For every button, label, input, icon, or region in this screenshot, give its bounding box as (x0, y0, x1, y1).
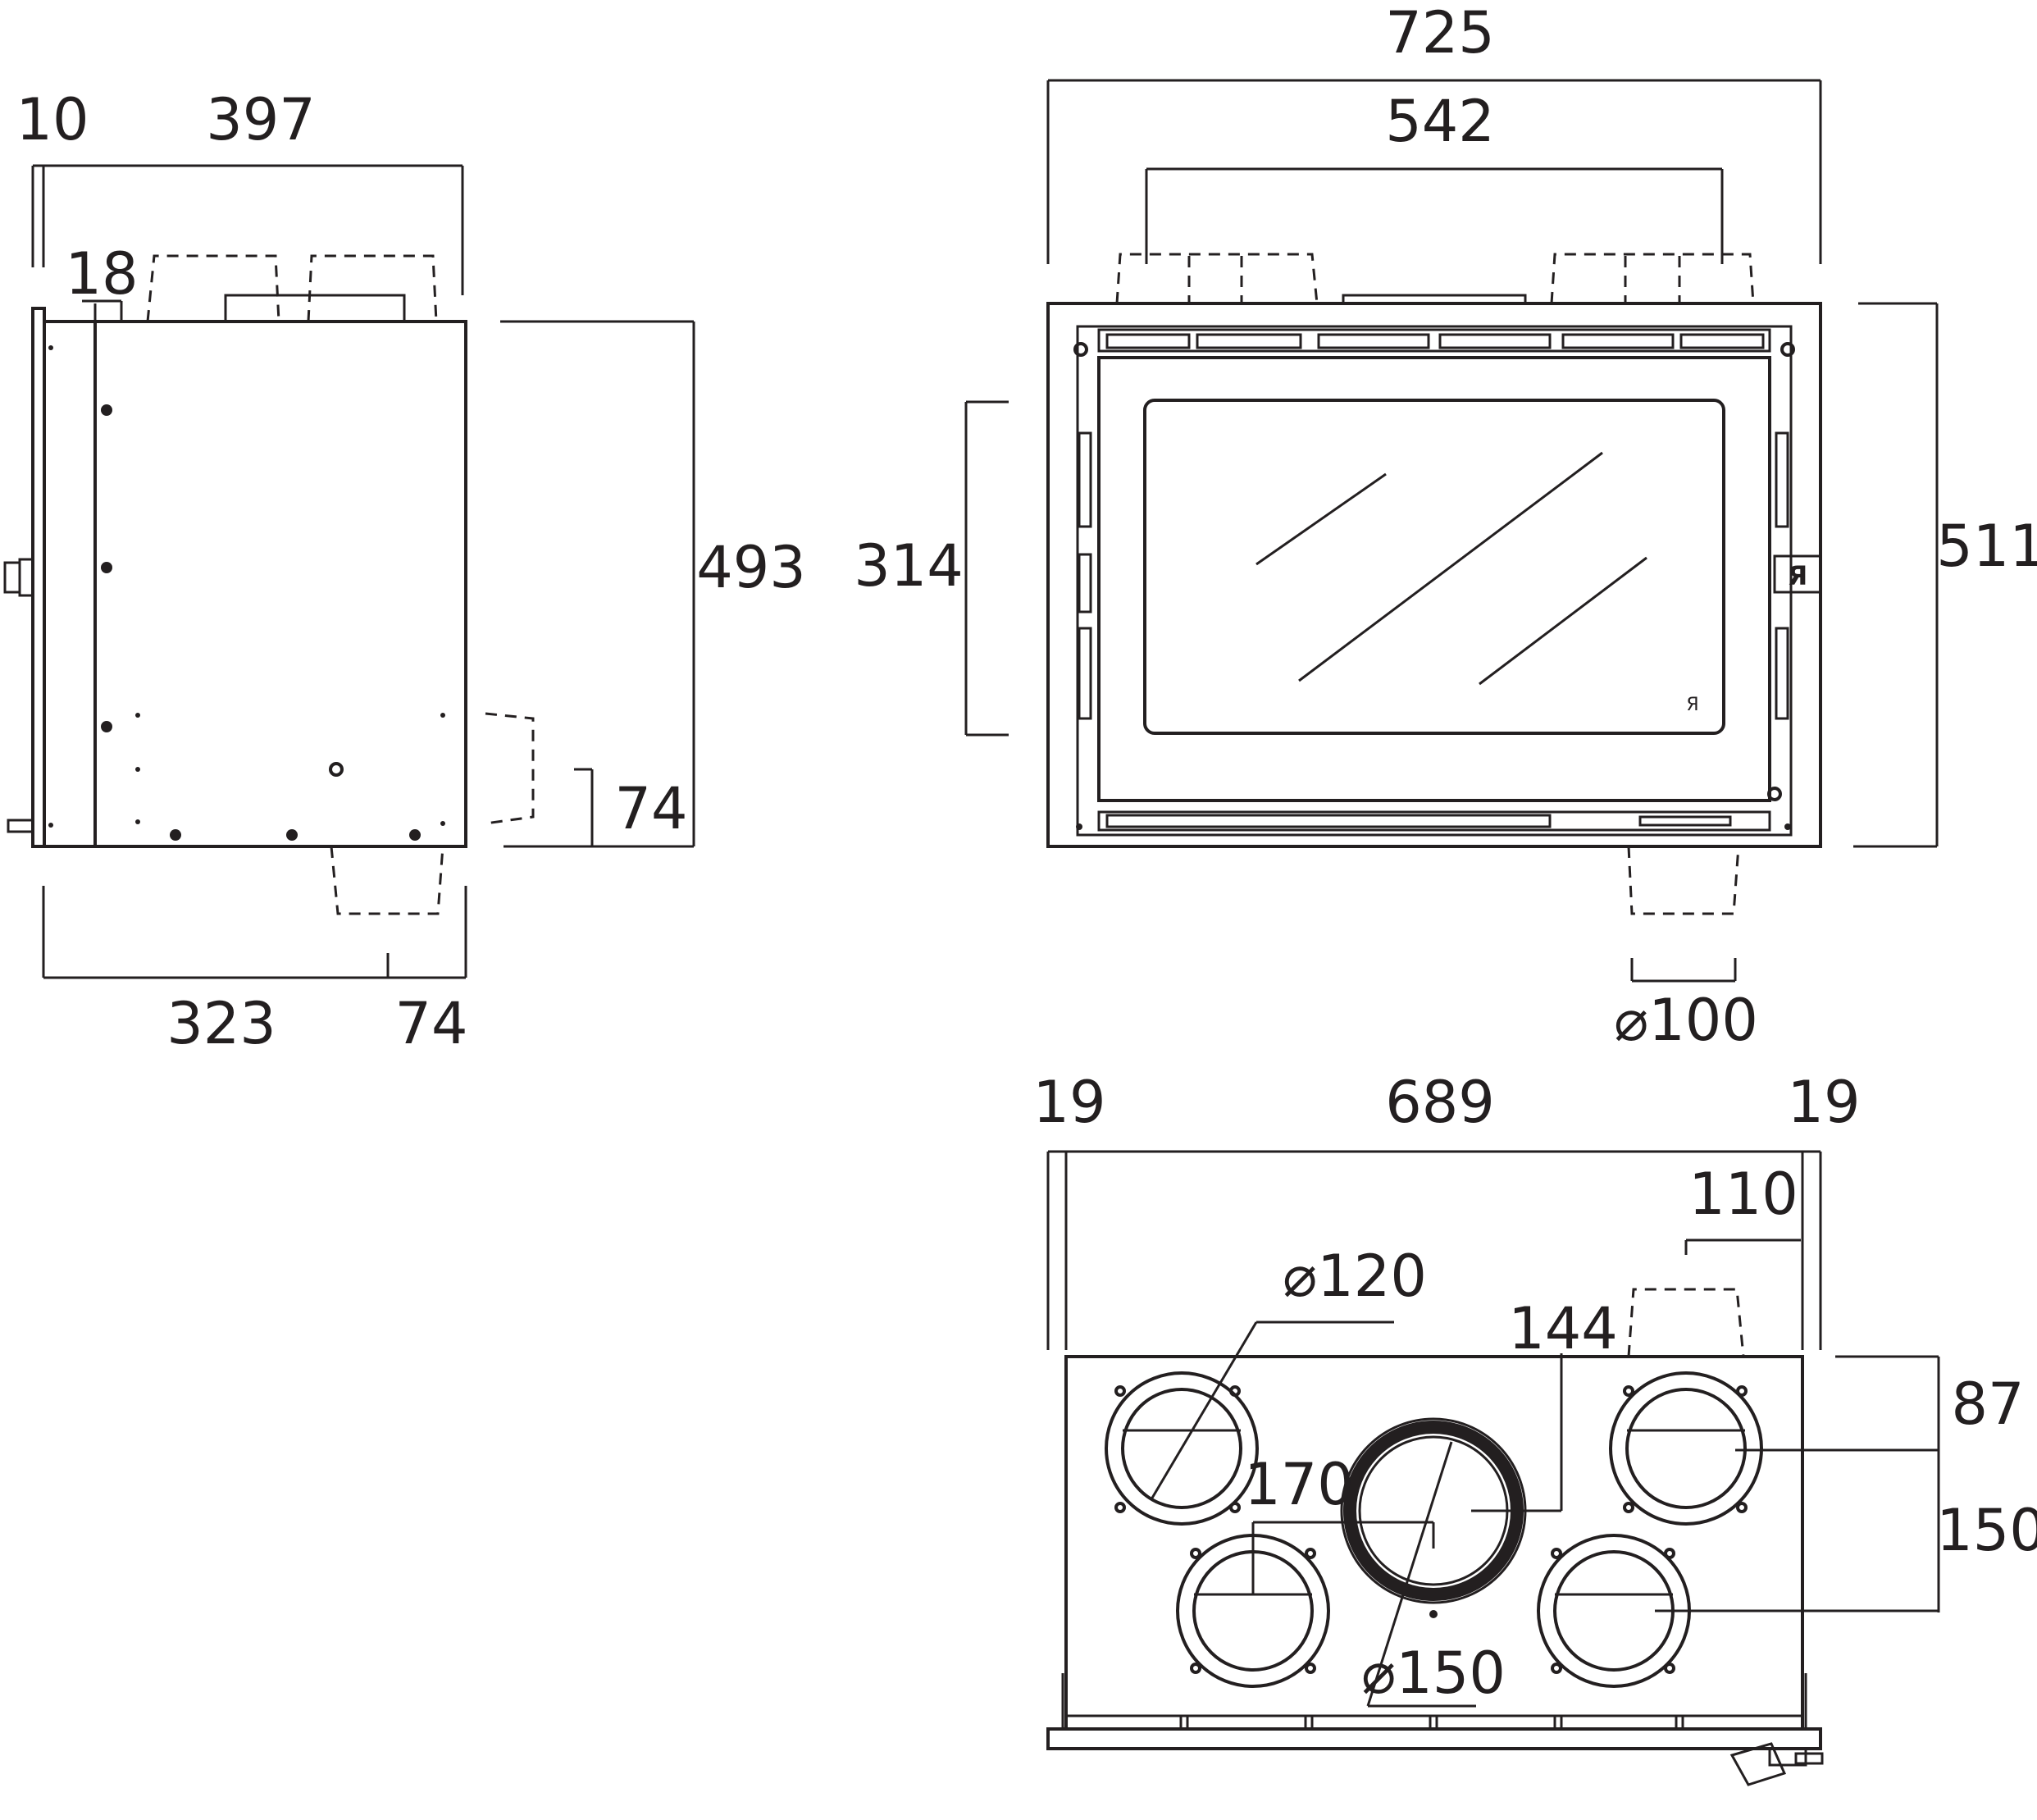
duct-collar-front-left (1176, 1534, 1330, 1688)
dim-width-inner: 689 (1385, 1069, 1495, 1136)
top-dimension-lines (1046, 1150, 1940, 1708)
dim-front-thickness: 10 (16, 86, 89, 153)
side-dashed-outlets (146, 254, 535, 915)
dim-flue-depth: 170 (1244, 1451, 1354, 1518)
dim-top-offset: 18 (65, 240, 138, 308)
flue-collar (1340, 1417, 1527, 1618)
dim-bottom-outlet: 74 (614, 775, 687, 842)
dim-outlet-offset: 110 (1688, 1161, 1798, 1228)
top-view: 19 689 19 110 ⌀120 144 170 ⌀150 87 150 (1032, 1069, 2037, 1786)
dim-depth-total: 397 (206, 86, 316, 153)
dim-height: 493 (696, 534, 806, 601)
side-dimension-lines (31, 164, 695, 979)
dim-side-left: 19 (1032, 1069, 1105, 1136)
side-dimension-labels: 10 397 18 493 74 323 74 (16, 86, 805, 1057)
front-dimension-lines (964, 79, 1939, 983)
dim-duct-diameter-small: ⌀120 (1283, 1243, 1427, 1310)
front-dimension-labels: 725 542 314 511 ⌀100 (854, 0, 2037, 1054)
dim-base-rear: 74 (394, 990, 467, 1057)
dim-flue-offset: 144 (1508, 1295, 1618, 1362)
svg-text:Я: Я (1686, 695, 1698, 715)
top-dashed-outlets (1627, 1288, 1745, 1357)
dim-side-right: 19 (1787, 1069, 1860, 1136)
dim-flue-diameter: ⌀150 (1361, 1640, 1506, 1707)
side-screws (48, 345, 445, 841)
front-dashed-outlets (1115, 253, 1755, 915)
dim-duct-spacing: 150 (1936, 1497, 2037, 1564)
side-body-outline (3, 294, 467, 848)
svg-text:Я: Я (1788, 560, 1808, 591)
dim-width-total: 725 (1385, 0, 1495, 66)
duct-collar-front-right (1537, 1534, 1691, 1688)
dim-rear-offset: 87 (1951, 1371, 2024, 1438)
dim-outlet-diameter: ⌀100 (1614, 987, 1758, 1054)
top-small-tabs (1066, 1714, 1802, 1731)
dim-base-depth: 323 (166, 990, 276, 1057)
dim-glass-height: 314 (854, 532, 964, 600)
side-view: 10 397 18 493 74 323 74 (3, 86, 806, 1057)
front-glass-reflection (1255, 451, 1647, 686)
front-view: Я Я 725 542 314 511 ⌀1 (854, 0, 2037, 1054)
top-dimension-labels: 19 689 19 110 ⌀120 144 170 ⌀150 87 150 (1032, 1069, 2037, 1707)
dim-inner-width: 542 (1385, 88, 1495, 155)
front-body-outline: Я Я (1046, 294, 1822, 848)
duct-collar-rear-left (1105, 1371, 1259, 1526)
dim-height-total: 511 (1936, 513, 2037, 580)
duct-collar-rear-right (1609, 1371, 1763, 1526)
